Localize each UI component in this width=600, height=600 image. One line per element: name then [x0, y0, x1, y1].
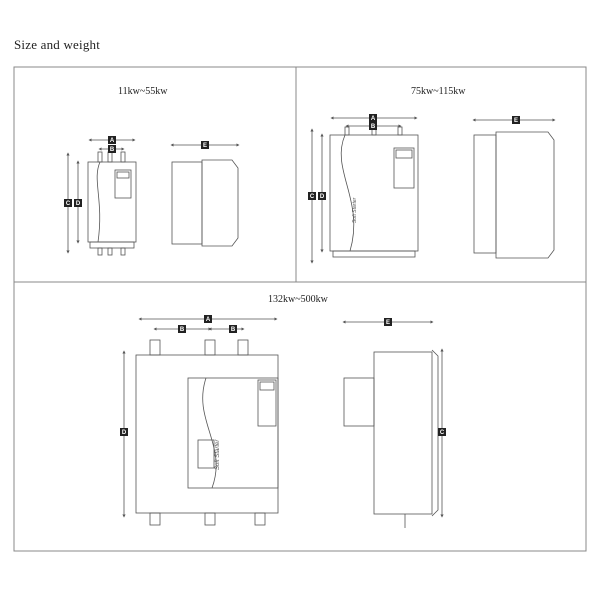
small-front-letters: A B C D — [64, 136, 116, 207]
medium-side-view — [472, 118, 556, 259]
panel-label-medium: 75kw~115kw — [411, 86, 466, 97]
small-front-view — [66, 138, 137, 256]
medium-front-view — [310, 116, 419, 264]
dim-d-large: D — [122, 430, 127, 436]
product-label-medium: Soft Starter — [352, 197, 358, 223]
small-side-view — [170, 143, 240, 247]
dim-e-large: E — [386, 320, 390, 326]
dim-a-small: A — [110, 138, 115, 144]
dim-b-large-1: B — [180, 327, 185, 333]
large-front-letters: A B B D — [120, 315, 237, 436]
large-side-view — [342, 320, 444, 528]
dim-c-medium: C — [310, 194, 315, 200]
page-title: Size and weight — [14, 37, 101, 52]
dim-d-small: D — [76, 201, 81, 207]
layout-frame — [13, 66, 587, 552]
dim-a-large: A — [206, 317, 211, 323]
panel-label-large: 132kw~500kw — [268, 294, 328, 305]
dim-a-medium: A — [371, 116, 376, 122]
large-side-letters: E C — [384, 318, 446, 436]
medium-front-letters: A B C D — [308, 114, 377, 200]
dim-e-medium: E — [514, 118, 518, 124]
dim-b-large-2: B — [231, 327, 236, 333]
dim-b-small: B — [110, 147, 115, 153]
dim-d-medium: D — [320, 194, 325, 200]
dim-c-small: C — [66, 201, 71, 207]
large-front-view — [122, 317, 279, 526]
panel-label-small: 11kw~55kw — [118, 86, 168, 97]
dim-e-small: E — [203, 143, 207, 149]
dim-b-medium: B — [371, 124, 376, 130]
product-label-large: Soft Starter — [215, 439, 221, 470]
dim-c-large: C — [440, 430, 445, 436]
